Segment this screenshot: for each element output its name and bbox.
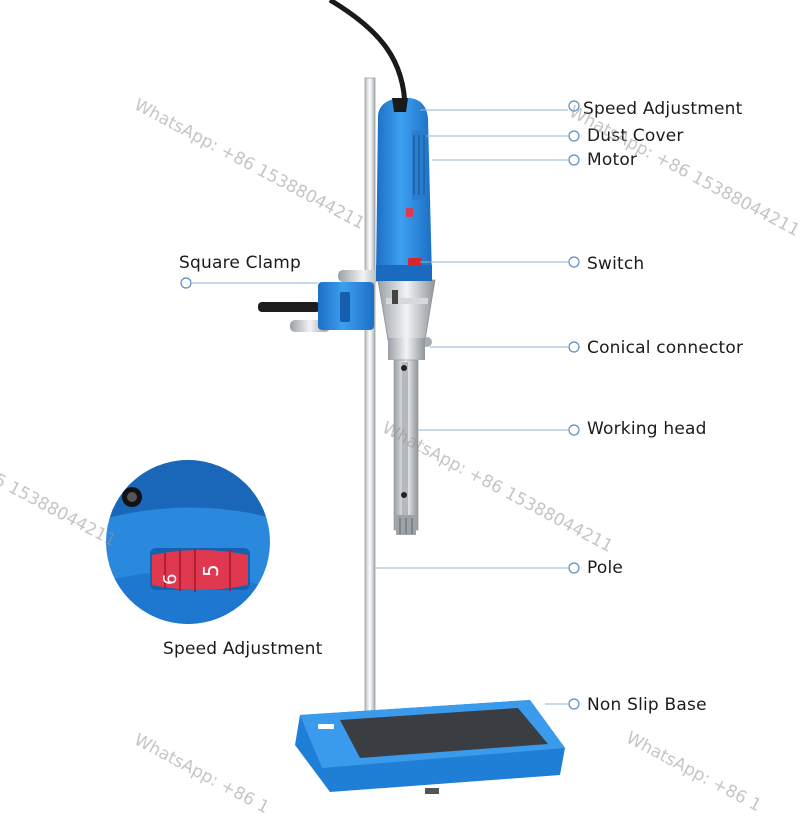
label-conical-connector: Conical connector — [587, 338, 744, 358]
conical-connector — [377, 279, 436, 360]
label-non-slip-base: Non Slip Base — [587, 695, 707, 715]
power-cable — [328, 0, 408, 111]
inset-caption: Speed Adjustment — [163, 639, 323, 659]
working-head — [393, 359, 419, 535]
label-square-clamp: Square Clamp — [179, 253, 302, 273]
label-working-head: Working head — [587, 419, 707, 439]
non-slip-base — [295, 700, 565, 794]
label-pole: Pole — [587, 558, 624, 578]
label-speed-adjustment: Speed Adjustment — [583, 99, 743, 119]
diagram-stage: 6 5 — [106, 0, 580, 794]
label-switch: Switch — [587, 254, 645, 274]
square-clamp — [258, 270, 388, 332]
speed-adjustment-inset: 6 5 — [106, 460, 270, 624]
leader-dots — [180, 100, 580, 710]
motor-body — [376, 98, 432, 281]
dial-number-5: 5 — [199, 564, 223, 577]
pole — [364, 77, 376, 719]
label-dust-cover: Dust Cover — [587, 126, 684, 146]
leader-lines — [192, 109, 568, 705]
dial-number-6: 6 — [160, 574, 181, 585]
label-motor: Motor — [587, 150, 638, 170]
speed-knob-icon — [406, 208, 413, 217]
homogenizer-illustration: 6 5 — [106, 0, 580, 794]
